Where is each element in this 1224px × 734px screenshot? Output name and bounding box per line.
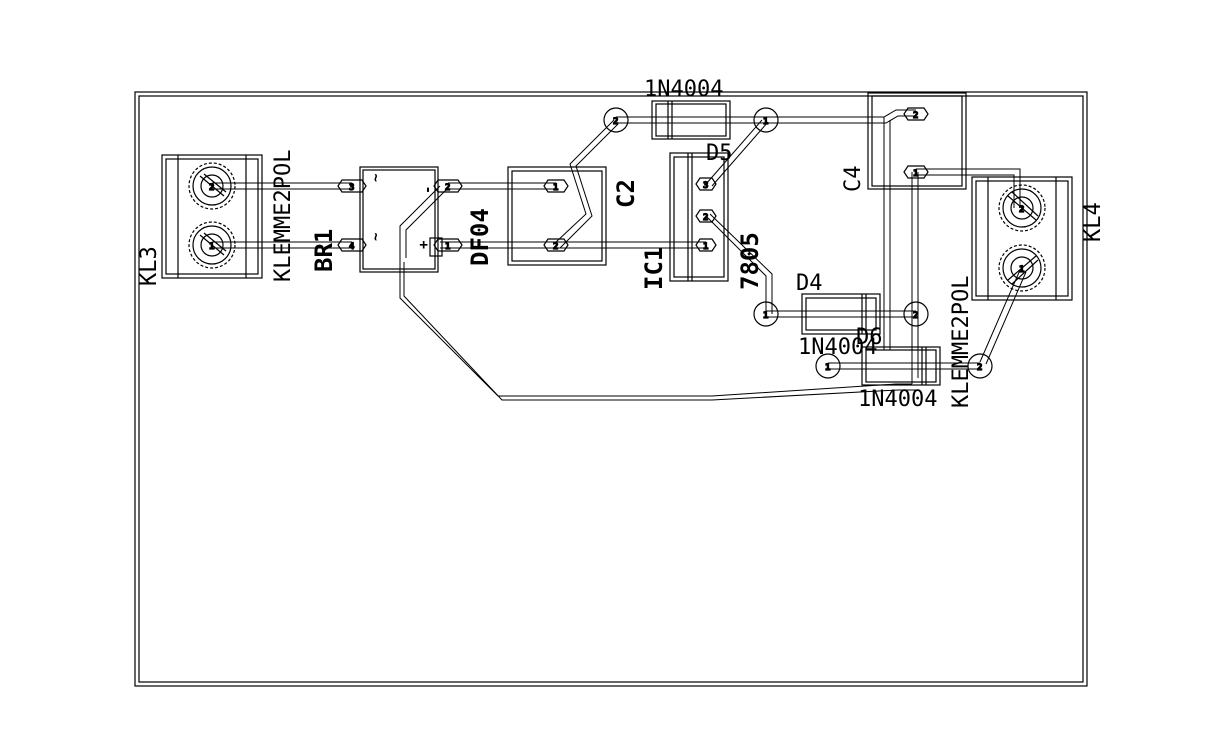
kl4-name-label: KL4 — [1081, 202, 1106, 242]
trace — [828, 362, 980, 370]
pin-number: 1 — [913, 169, 918, 179]
pin-number: 3 — [349, 183, 354, 193]
d6-name-label: D6 — [856, 325, 883, 350]
d6-diode — [815, 346, 993, 386]
pin-number: 1 — [703, 242, 708, 252]
pin-number: 1 — [553, 183, 558, 193]
trace — [448, 182, 556, 190]
ic1-voltage-regulator — [669, 152, 729, 282]
trace — [705, 119, 769, 187]
pin-number: 2 — [913, 311, 918, 321]
pin-number: 2 — [977, 363, 982, 373]
c2-capacitor — [507, 166, 607, 266]
d6-type-label: 1N4004 — [858, 387, 937, 412]
pin-number: 1 — [825, 363, 830, 373]
br1-ac-symbol: ~ — [368, 233, 384, 241]
trace — [979, 269, 1027, 365]
trace — [399, 258, 918, 401]
ic1-name-label: IC1 — [640, 247, 668, 290]
pin-number: 2 — [613, 117, 618, 127]
trace — [911, 172, 919, 384]
pin-number: 1 — [763, 117, 768, 127]
d4-diode — [753, 293, 929, 335]
d5-type-label: 1N4004 — [644, 77, 723, 102]
pin-number: 3 — [703, 181, 708, 191]
trace — [916, 168, 1021, 208]
kl3-name-label: KL3 — [137, 246, 162, 286]
br1-type-label: DF04 — [466, 208, 494, 266]
trace — [883, 117, 891, 350]
pin-number: 1 — [1019, 265, 1024, 275]
c4-name-label: C4 — [841, 166, 866, 193]
d5-diode — [603, 100, 779, 140]
pin-number: 2 — [913, 111, 918, 121]
kl3-type-label: KLEMME2POL — [271, 150, 296, 282]
kl3-terminal-block — [161, 154, 263, 279]
br1-ac-symbol: ~ — [368, 174, 384, 182]
br1-bridge-rectifier — [337, 166, 463, 273]
pin-number: 2 — [445, 183, 450, 193]
ic1-type-label: 7805 — [736, 232, 764, 290]
trace — [440, 241, 706, 249]
br1-plus-symbol: + — [416, 241, 432, 249]
c2-name-label: C2 — [612, 179, 640, 208]
d4-name-label: D4 — [796, 271, 823, 296]
trace — [399, 185, 447, 258]
br1-minus-symbol: - — [420, 186, 436, 194]
pin-number: 2 — [553, 242, 558, 252]
board-outline — [134, 91, 1088, 687]
pin-number: 1 — [445, 242, 450, 252]
kl4-terminal-block — [971, 176, 1073, 301]
pin-number: 1 — [763, 311, 768, 321]
trace — [766, 310, 916, 318]
pin-number: 4 — [349, 242, 355, 252]
pin-number: 2 — [703, 213, 708, 223]
trace — [705, 213, 773, 314]
trace — [555, 119, 619, 249]
br1-name-label: BR1 — [310, 229, 338, 272]
kl4-type-label: KLEMME2POL — [949, 276, 974, 408]
pin-number: 1 — [209, 242, 214, 252]
trace — [766, 109, 916, 124]
pin-number: 2 — [209, 183, 214, 193]
trace — [616, 116, 766, 124]
traces — [212, 109, 1027, 401]
c4-capacitor — [867, 92, 967, 190]
pin-number: 2 — [1019, 205, 1024, 215]
